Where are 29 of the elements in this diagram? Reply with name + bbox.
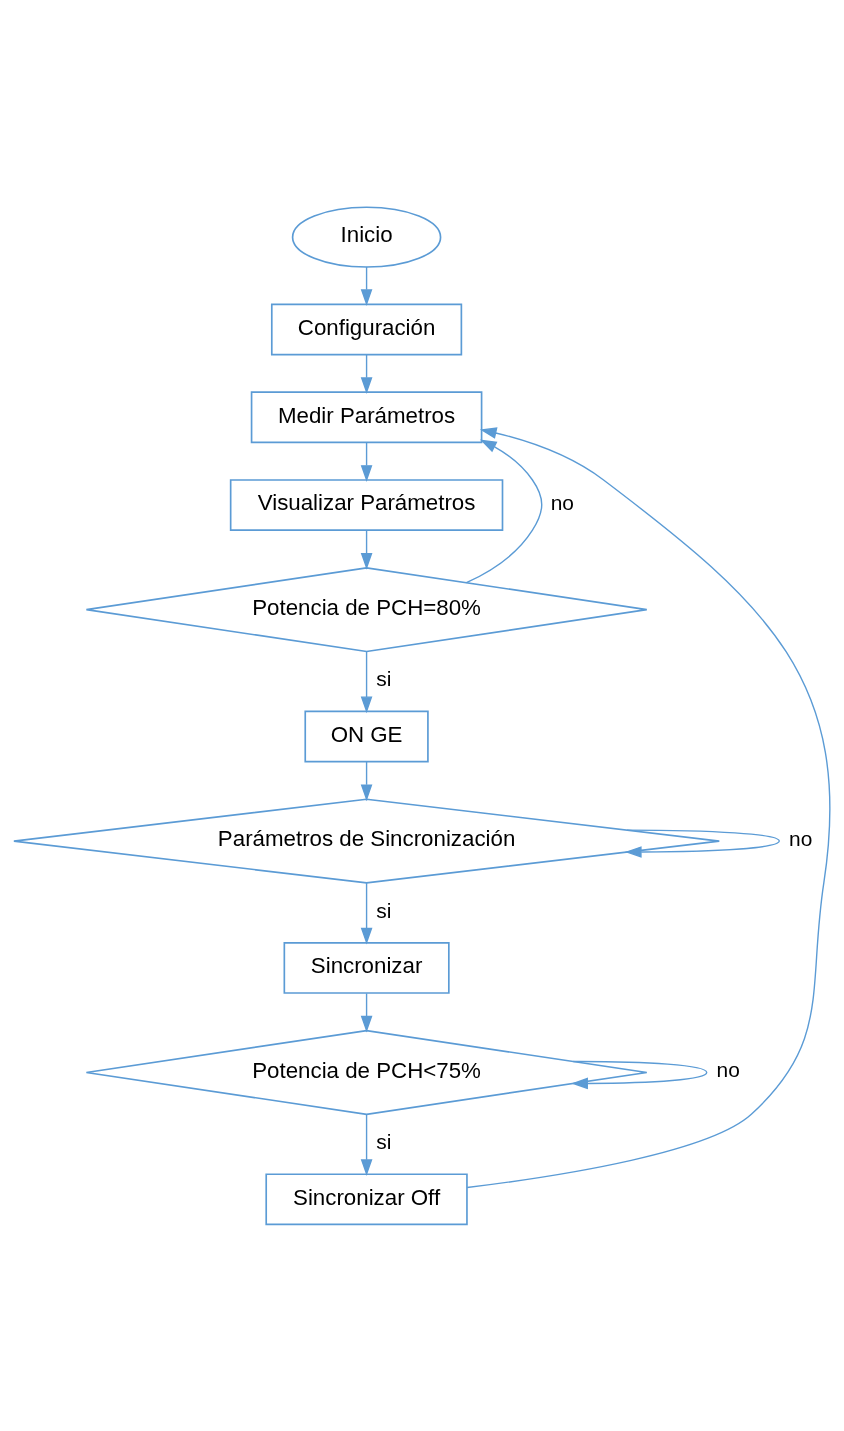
node-ellipse: Inicio (291, 205, 442, 268)
node-diamond: Potencia de PCH=80% (85, 566, 648, 652)
node-box: ON GE (304, 710, 429, 762)
arrow (360, 353, 373, 394)
arrow (360, 265, 373, 306)
node-box: Visualizar Parámetros (229, 478, 504, 531)
node-box: Sincronizar (283, 941, 450, 994)
edge-label: si (376, 1129, 392, 1153)
arrow (360, 1113, 373, 1176)
edge-label: no (550, 490, 574, 514)
arrow (465, 439, 543, 583)
node-diamond: Potencia de PCH<75% (85, 1029, 648, 1115)
edge-label: no (716, 1057, 740, 1081)
arrow (360, 881, 373, 945)
arrow (571, 1060, 708, 1089)
edge-label: si (376, 898, 392, 922)
node-diamond: Parámetros de Sincronización (13, 797, 721, 884)
arrow (624, 828, 780, 858)
arrow (360, 760, 373, 801)
arrow (360, 441, 373, 482)
arrow (360, 992, 373, 1033)
arrow (360, 529, 373, 570)
edge-label: no (789, 826, 813, 850)
arrow (466, 426, 831, 1188)
edge-label: si (376, 666, 392, 690)
node-box: Configuración (270, 303, 463, 355)
arrow (360, 650, 373, 713)
node-box: Medir Parámetros (250, 390, 483, 443)
node-box: Sincronizar Off (265, 1172, 468, 1225)
